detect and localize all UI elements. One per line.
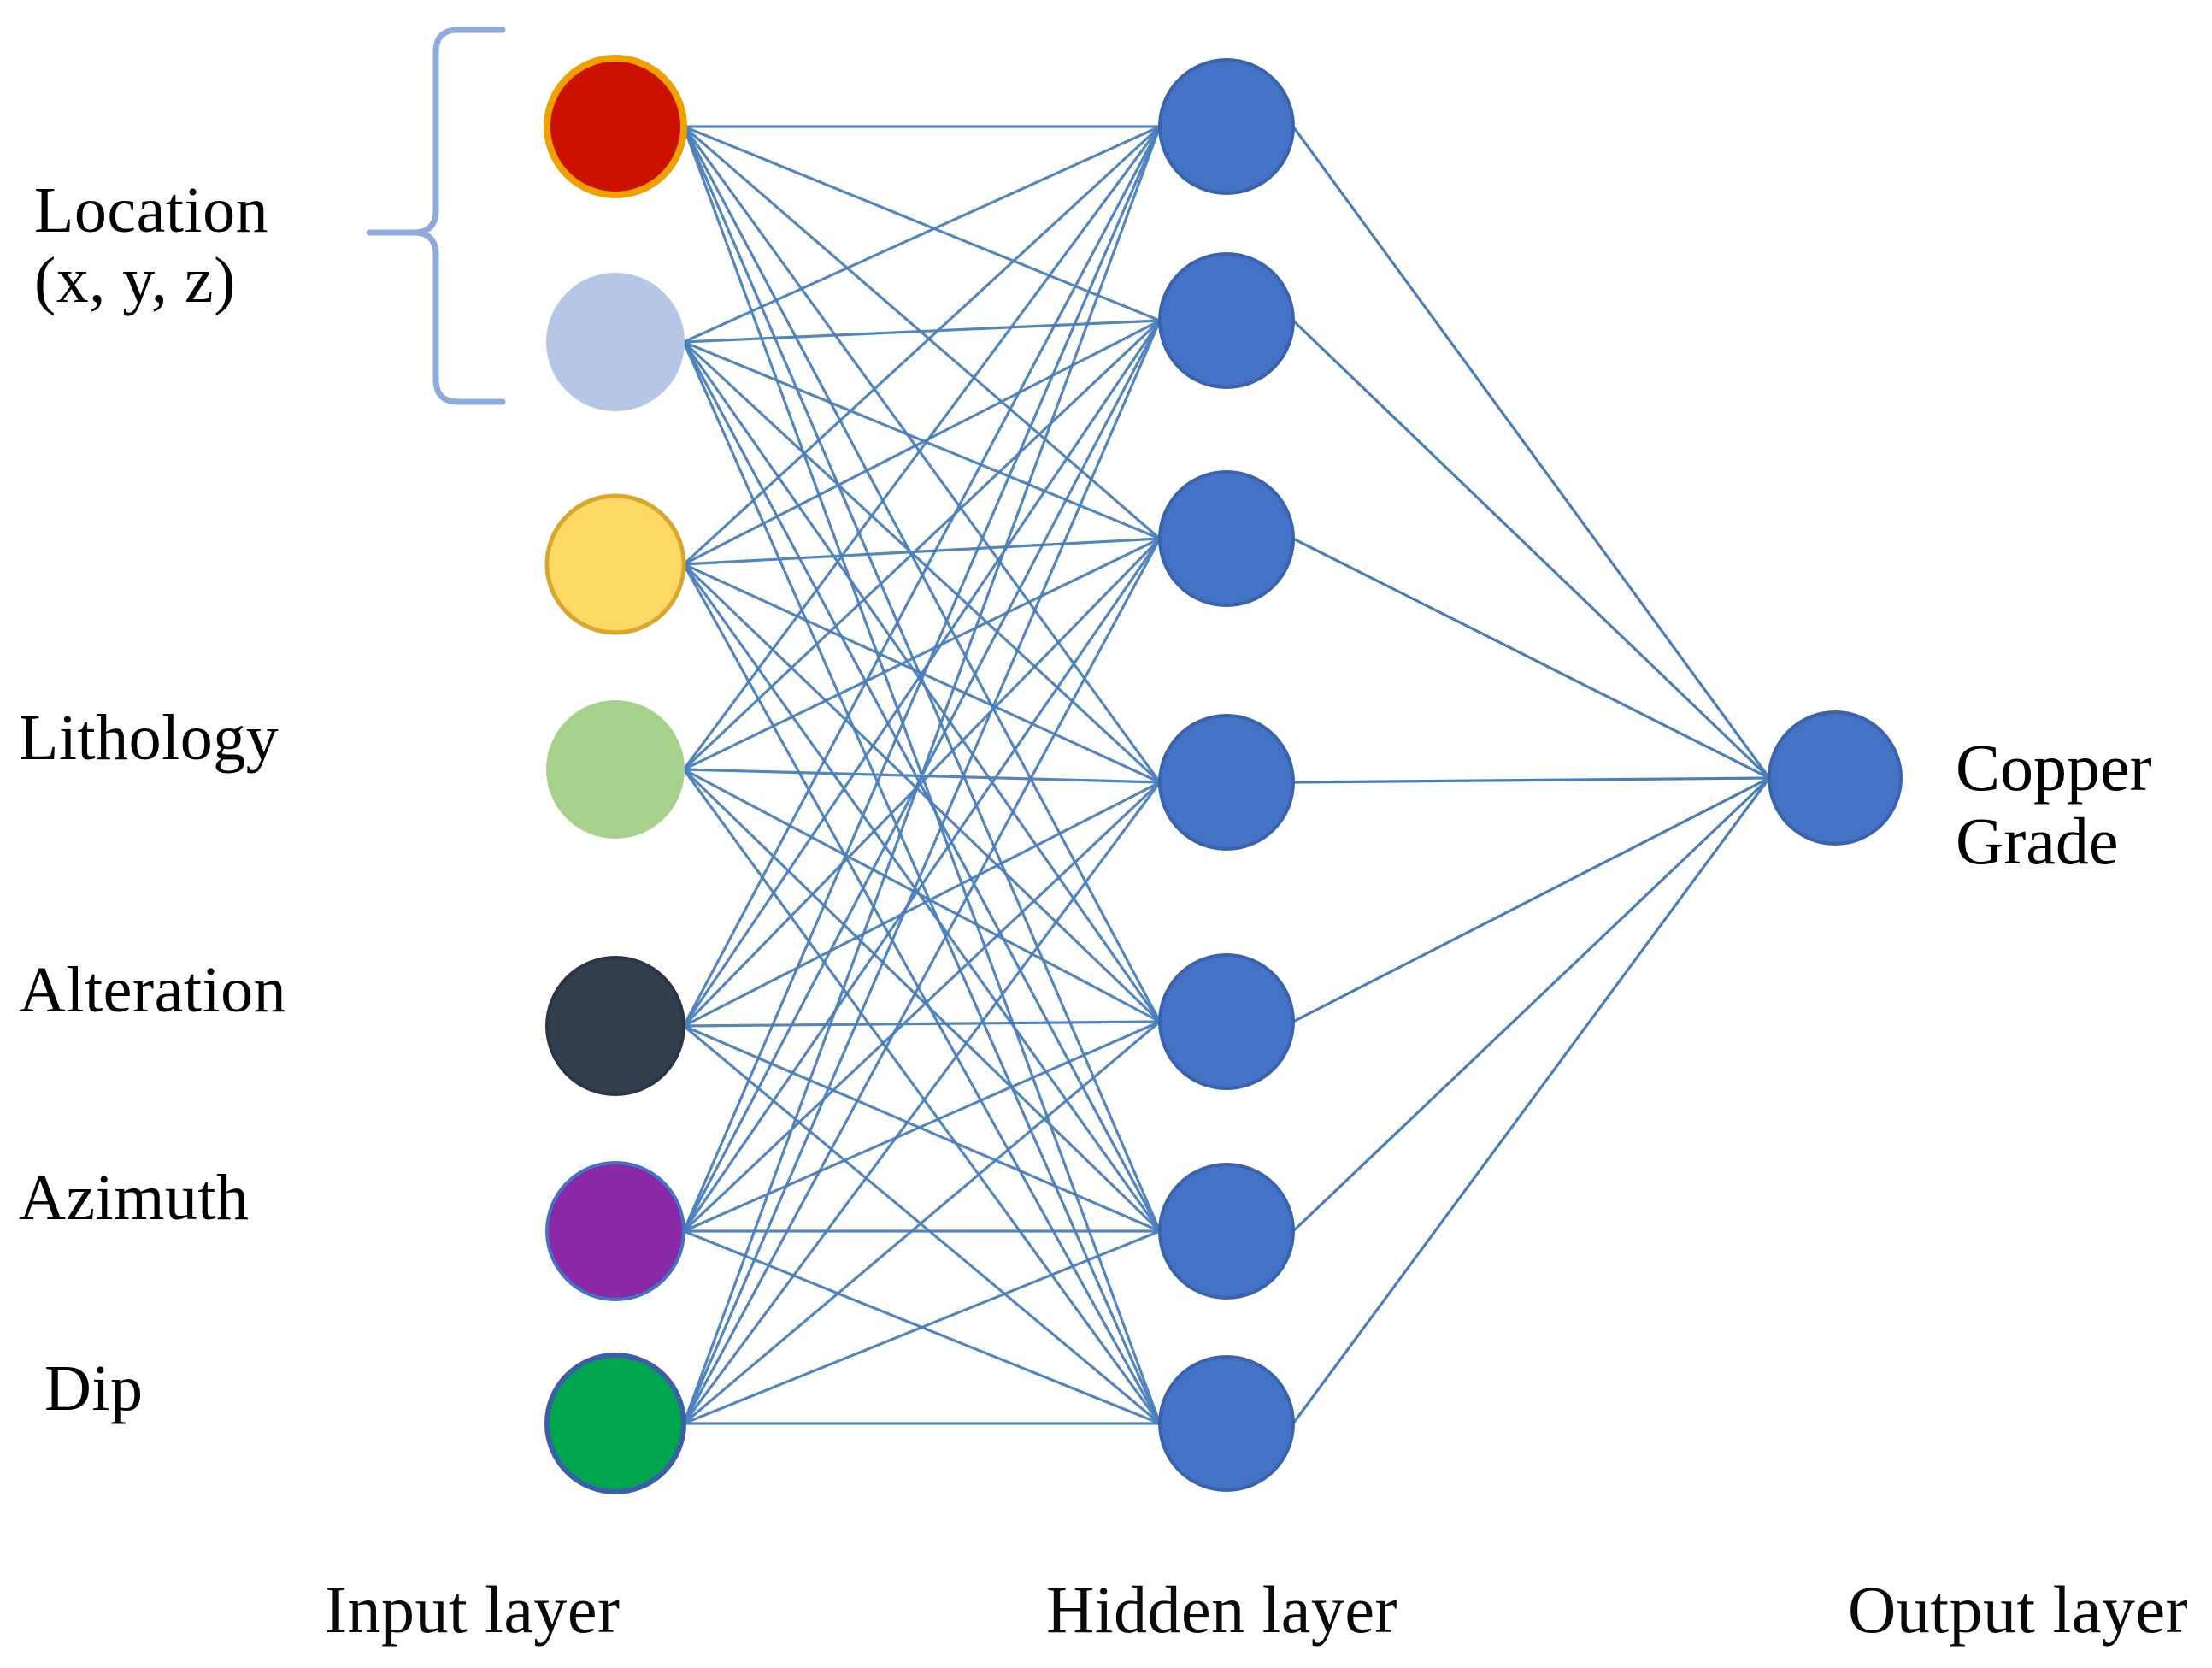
input-node-location-x (544, 55, 687, 198)
edge-input-hidden (682, 563, 1162, 1023)
edge-input-hidden (683, 537, 1161, 566)
hidden-node-5 (1158, 953, 1295, 1090)
brace-path (366, 27, 506, 405)
layer-caption-output: Output layer (1848, 1572, 2189, 1647)
hidden-node-4 (1158, 714, 1295, 851)
edge-input-hidden (682, 538, 1162, 1232)
layer-caption-hidden: Hidden layer (1046, 1572, 1398, 1647)
edge-input-hidden (682, 320, 1162, 1027)
edge-input-hidden (682, 319, 1162, 771)
edge-input-hidden (682, 781, 1162, 1424)
edge-hidden-output (1291, 126, 1771, 779)
edge-input-hidden (682, 538, 1162, 1424)
edge-input-hidden (682, 126, 1162, 783)
output-node-label: Copper Grade (1956, 730, 2152, 878)
edge-input-hidden (683, 319, 1161, 344)
hidden-node-3 (1158, 470, 1295, 607)
edge-input-hidden (682, 320, 1162, 1424)
edge-input-hidden (683, 1024, 1161, 1233)
input-node-location-z (544, 493, 686, 635)
hidden-node-6 (1158, 1163, 1295, 1300)
edge-input-hidden (682, 126, 1162, 770)
hidden-to-output-edges (1291, 126, 1771, 1424)
edge-input-hidden (683, 125, 1161, 322)
input-node-location-y (546, 273, 685, 411)
edge-input-hidden (683, 1229, 1161, 1425)
output-layer-node (1768, 710, 1903, 846)
feature-label-location: Location (x, y, z) (34, 174, 269, 317)
edge-input-hidden (682, 1024, 1162, 1425)
edge-input-hidden (682, 563, 1162, 1424)
edge-input-hidden (683, 340, 1161, 540)
edge-input-hidden (683, 319, 1161, 566)
edge-input-hidden (682, 781, 1162, 1233)
edge-input-hidden (682, 1020, 1162, 1425)
input-node-azimuth (545, 1161, 685, 1301)
layer-caption-input: Input layer (325, 1572, 621, 1647)
edge-input-hidden (683, 768, 1161, 1023)
hidden-layer-nodes (1158, 58, 1295, 1492)
edge-input-hidden (682, 563, 1162, 1232)
edge-hidden-output (1292, 776, 1770, 784)
input-node-dip (544, 1353, 686, 1494)
edge-hidden-output (1292, 537, 1770, 780)
edge-input-hidden (683, 1020, 1161, 1233)
feature-label-alteration: Alteration (19, 954, 287, 1026)
edge-input-hidden (682, 768, 1162, 1233)
edge-hidden-output (1291, 776, 1771, 1233)
edge-input-hidden (682, 126, 1162, 1232)
edge-input-hidden (683, 781, 1161, 1028)
hidden-node-1 (1158, 58, 1295, 195)
edge-input-hidden (682, 340, 1162, 784)
input-layer-nodes (544, 55, 687, 1494)
edge-hidden-output (1292, 776, 1770, 1023)
feature-label-azimuth: Azimuth (19, 1162, 250, 1234)
input-node-lithology (546, 700, 685, 839)
edge-input-hidden (682, 126, 1162, 1027)
edge-hidden-output (1291, 319, 1771, 780)
edge-input-hidden (682, 537, 1162, 1028)
edge-input-hidden (683, 125, 1161, 344)
output-node-copper-grade (1768, 710, 1903, 846)
input-node-alteration (545, 956, 685, 1096)
feature-label-lithology: Lithology (19, 702, 279, 774)
edge-hidden-output (1291, 777, 1771, 1424)
hidden-node-2 (1158, 252, 1295, 389)
edge-input-hidden (683, 1020, 1161, 1028)
hidden-node-7 (1158, 1355, 1295, 1492)
edge-input-hidden (683, 537, 1161, 771)
location-group-brace (366, 27, 506, 405)
input-to-hidden-edges (682, 125, 1162, 1425)
edge-input-hidden (682, 126, 1162, 1424)
edge-input-hidden (682, 125, 1162, 566)
feature-label-dip: Dip (44, 1353, 144, 1424)
